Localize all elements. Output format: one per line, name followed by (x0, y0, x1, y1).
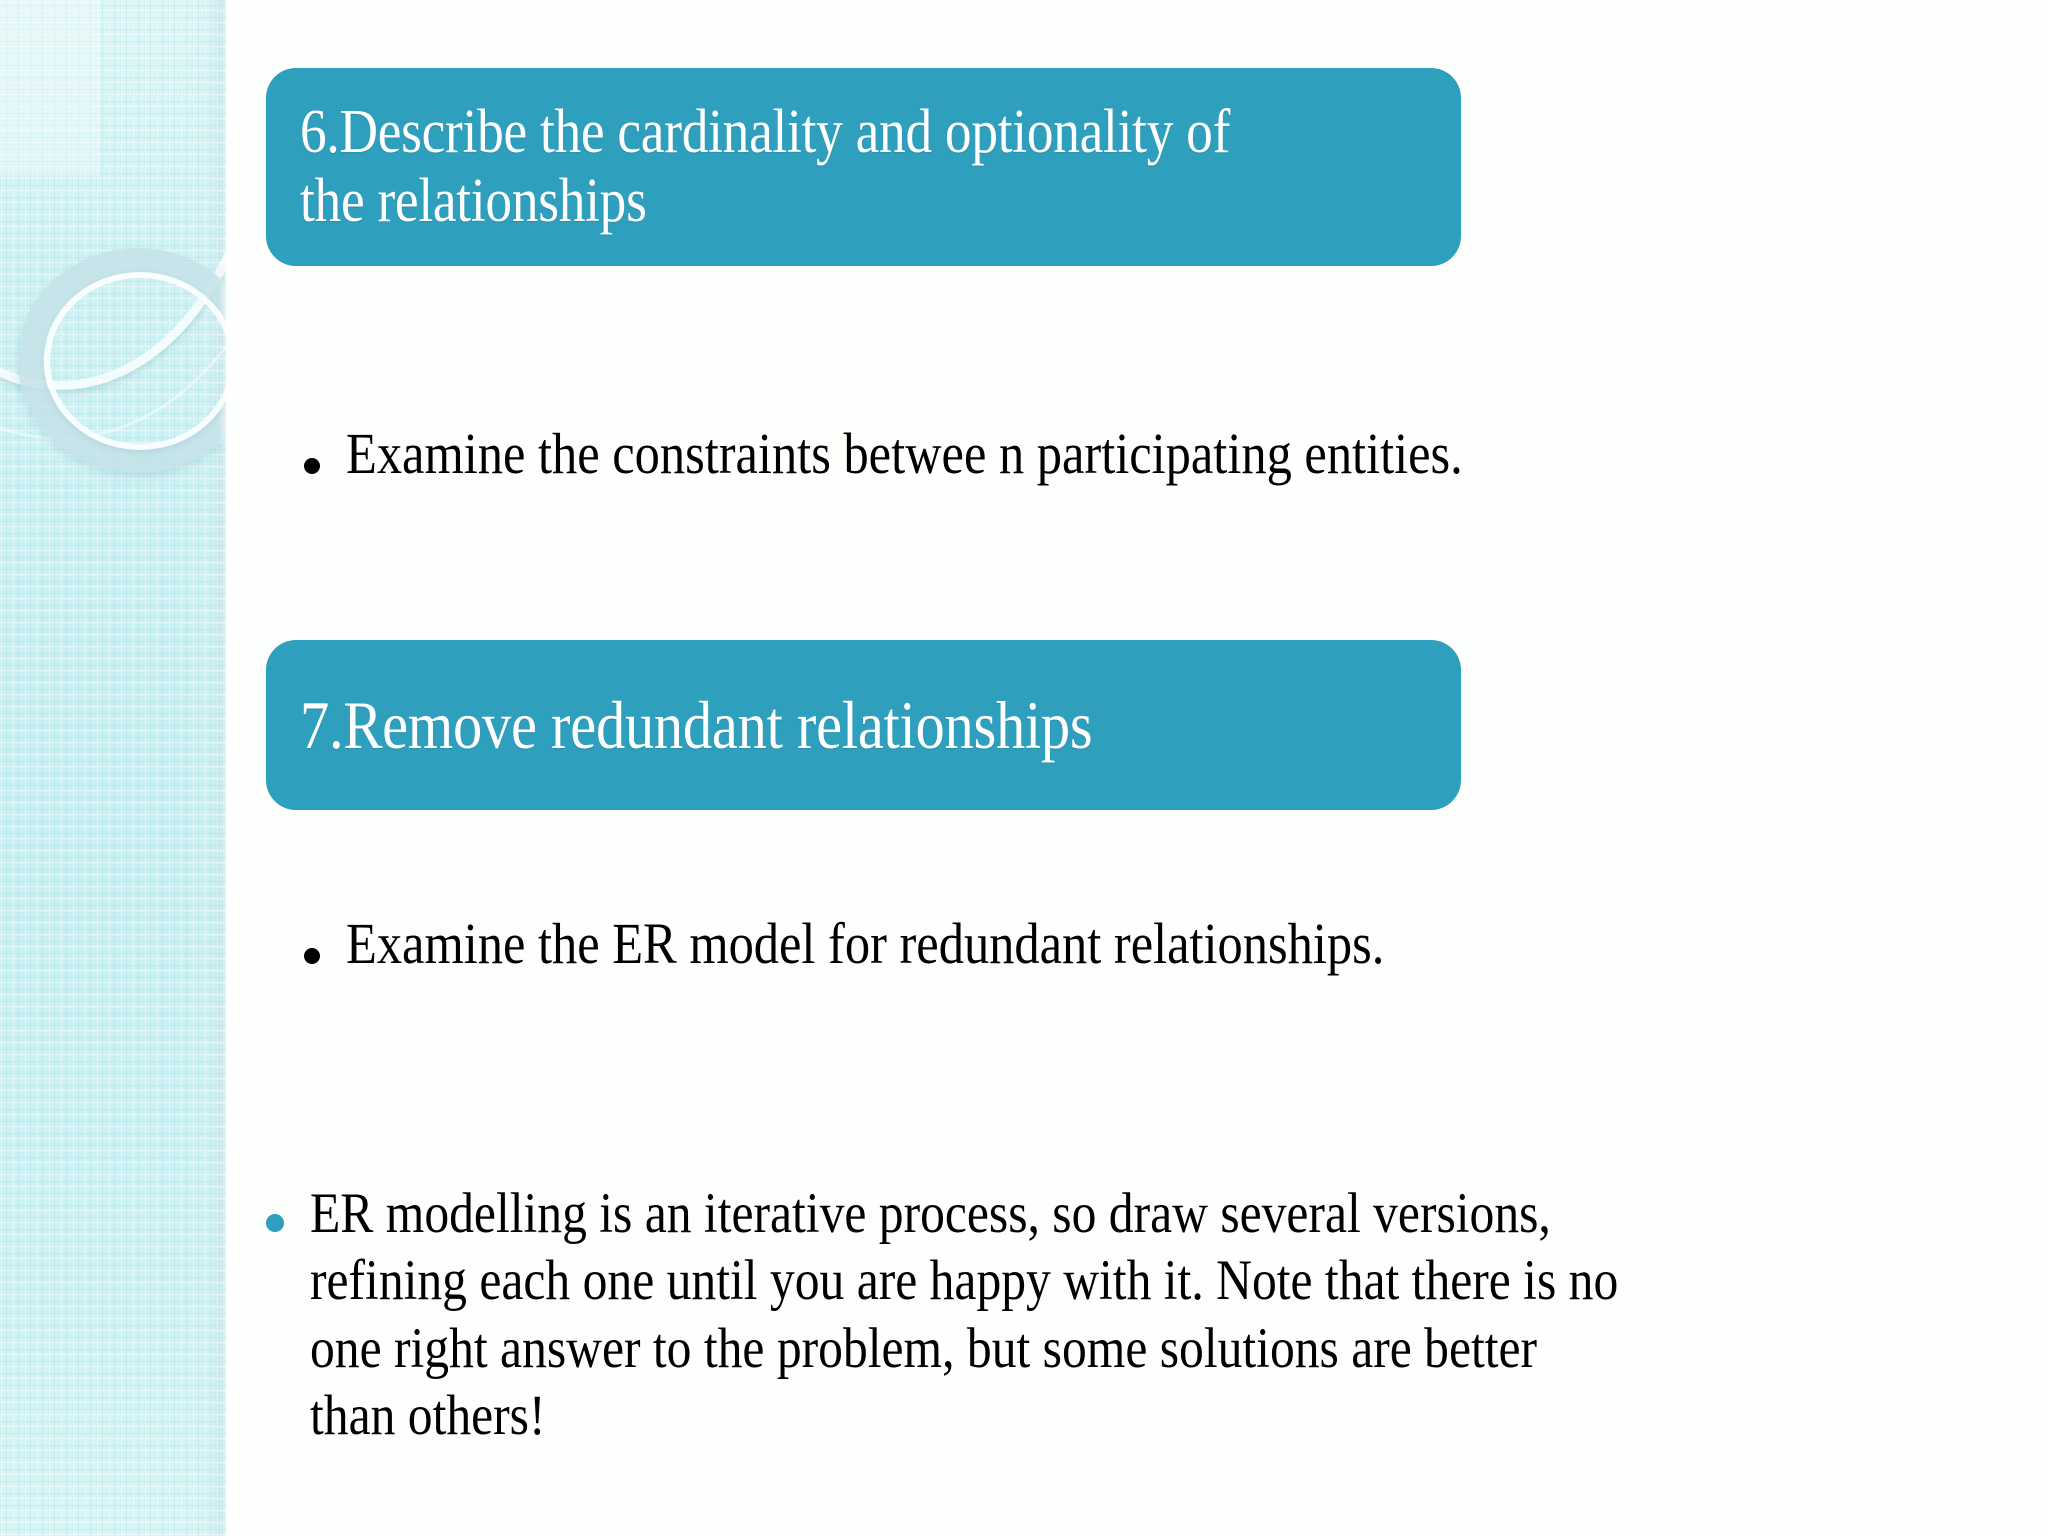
panel-edge-fade (218, 0, 238, 1536)
round-bullet-icon (304, 458, 320, 474)
section-banner-6-title: 6.Describe the cardinality and optionali… (300, 97, 1231, 235)
round-bullet-icon (304, 948, 320, 964)
decorative-left-panel (0, 0, 226, 1536)
bullet-item-redundant-text: Examine the ER model for redundant relat… (346, 911, 1385, 976)
closing-note-text: ER modelling is an iterative process, so… (310, 1182, 1619, 1447)
bullet-item-constraints: Examine the constraints betwee n partici… (304, 420, 1664, 487)
section-banner-7-title: 7.Remove redundant relationships (300, 686, 1093, 763)
section-banner-6: 6.Describe the cardinality and optionali… (266, 68, 1461, 266)
bullet-item-redundant: Examine the ER model for redundant relat… (304, 910, 1664, 977)
closing-note-item: ER modelling is an iterative process, so… (266, 1180, 1826, 1449)
teal-round-bullet-icon (266, 1214, 284, 1232)
ring-inner-icon (44, 272, 226, 450)
slide-content: 6.Describe the cardinality and optionali… (238, 0, 2048, 1536)
section-banner-7: 7.Remove redundant relationships (266, 640, 1461, 810)
bullet-item-constraints-text: Examine the constraints betwee n partici… (346, 421, 1463, 486)
